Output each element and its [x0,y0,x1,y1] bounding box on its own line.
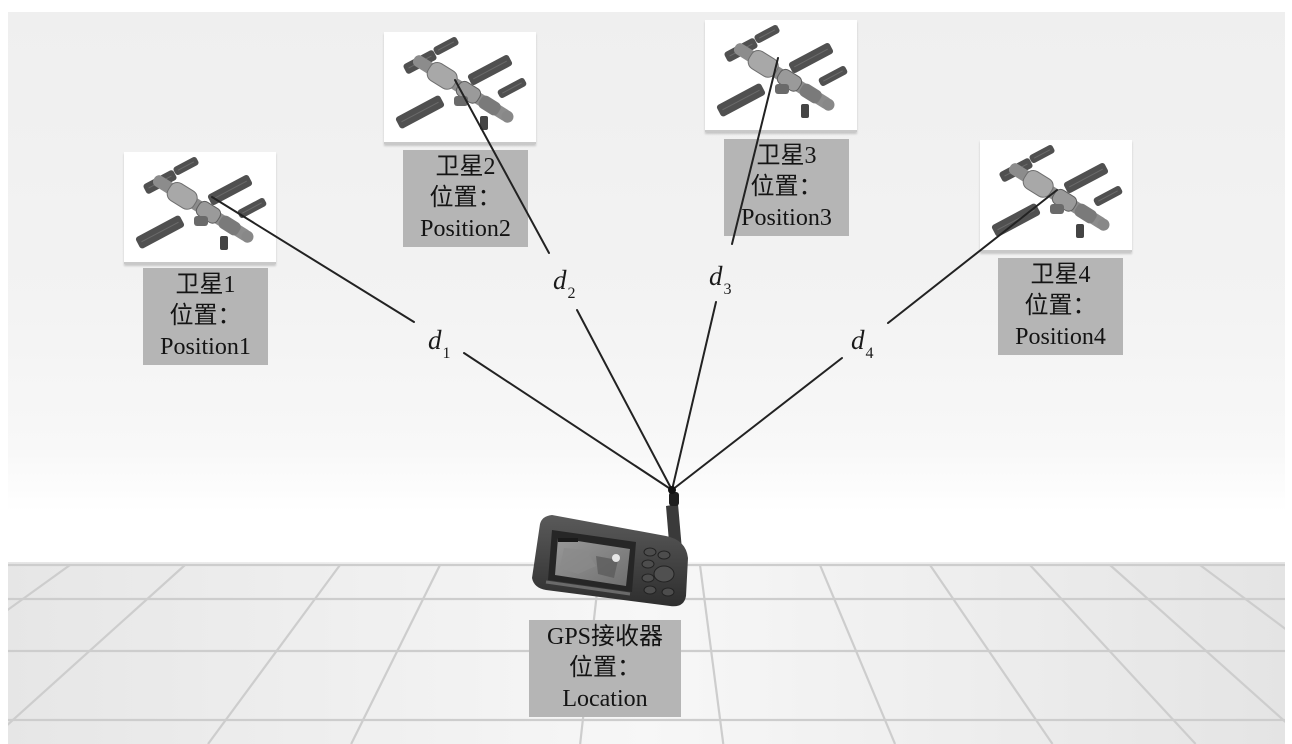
receiver-position-label: 位置： [569,655,641,681]
distance-symbol: d [428,325,442,355]
floor-perspective-line [350,564,441,744]
floor-perspective-line [929,564,1054,744]
floor-perspective-line [207,564,341,744]
space-station-icon [395,36,527,130]
distance-label-d1: d1 [428,325,451,362]
floor-perspective-line [818,564,897,744]
distance-subscript: 2 [567,285,576,302]
distance-subscript: 3 [723,281,732,298]
diagram-canvas: 卫星1 位置： Position1 [8,12,1285,744]
space-station-icon [135,156,267,250]
floor-perspective-line [1109,564,1285,723]
satellite-4-position-label: 位置： [1024,293,1097,319]
gps-handheld-device-icon [532,492,688,607]
distance-label-d2: d2 [553,265,576,302]
satellite-2-label: 卫星2 位置： Position2 [403,150,528,247]
satellite-3-name: 卫星3 [756,143,817,169]
satellite-3-label: 卫星3 位置： Position3 [724,139,849,236]
satellite-1-label: 卫星1 位置： Position1 [143,268,268,365]
receiver-position-value: Location [562,686,648,712]
satellite-2-image [384,32,536,144]
floor-perspective-line [8,564,71,612]
space-station-icon [716,24,848,118]
floor-perspective-line [8,564,186,726]
distance-symbol: d [553,265,567,295]
satellite-3-image [705,20,857,132]
satellite-1-image [124,152,276,264]
distance-label-d4: d4 [851,325,874,362]
satellite-4-name: 卫星4 [1030,262,1091,288]
distance-symbol: d [851,325,865,355]
satellite-1-position-value: Position1 [160,334,251,360]
satellite-2-name: 卫星2 [435,154,496,180]
satellite-4-position-value: Position4 [1015,324,1106,350]
distance-subscript: 1 [442,345,451,362]
satellite-2-position-label: 位置： [429,185,502,211]
distance-symbol: d [709,261,723,291]
satellite-3-position-label: 位置： [750,174,823,200]
receiver-label: GPS接收器 位置： Location [529,620,681,717]
receiver-name: GPS接收器 [546,624,664,650]
distance-subscript: 4 [865,345,874,362]
satellite-1-position-label: 位置： [169,303,242,329]
floor-perspective-line [698,564,725,744]
distance-label-d3: d3 [709,261,732,298]
floor-perspective-line [1199,564,1285,631]
floor-perspective-line [1029,564,1197,744]
satellite-4-label: 卫星4 位置： Position4 [998,258,1123,355]
satellite-1-name: 卫星1 [175,272,236,298]
satellite-2-position-value: Position2 [420,216,511,242]
space-station-icon [991,144,1123,238]
satellite-4-image [980,140,1132,252]
satellite-3-position-value: Position3 [741,205,832,231]
